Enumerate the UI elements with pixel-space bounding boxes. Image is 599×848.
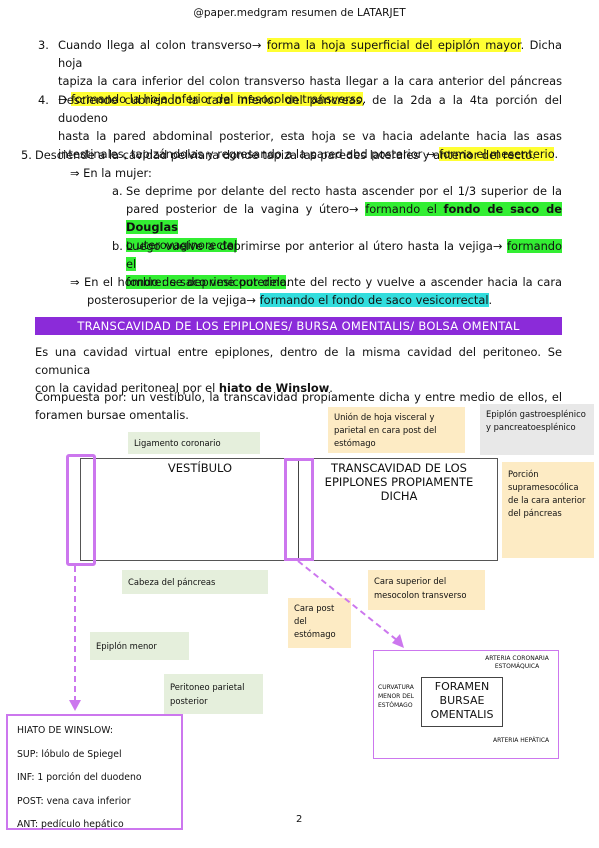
text-line: Compuesta por: un vestíbulo, la transcav…: [35, 390, 562, 404]
intro-paragraph: Es una cavidad virtual entre epiplones, …: [35, 343, 562, 397]
foramen-detail-box: [373, 650, 559, 759]
list-item-5: 5. Desciende a la cavidad pelviana donde…: [21, 146, 562, 164]
list-number: 5.: [21, 148, 32, 162]
vestibulo-label: VESTÍBULO: [167, 461, 233, 475]
list-number: 4.: [38, 93, 49, 107]
note-cara-post-estomago: Cara post del estómago: [288, 598, 351, 648]
sub-item-a: a. Se deprime por delante del recto hast…: [112, 182, 562, 254]
text-line: pared posterior de la vagina y útero→ fo…: [126, 202, 562, 234]
highlight: forma el mesenterio: [439, 147, 555, 161]
highlight: o uterovaginorectal: [126, 238, 238, 252]
text-line: → formando la hoja inferior del mesocolo…: [58, 92, 367, 106]
hiato-sup: SUP: lóbulo de Spiegel: [17, 748, 122, 760]
transcavidad-label: TRANSCAVIDAD DE LOS EPIPLONES PROPIAMENT…: [324, 461, 474, 503]
note-epiplon-menor: Epiplón menor: [90, 632, 189, 660]
hombre-item: ⇒ En el hombre: se deprime por delante d…: [70, 273, 562, 309]
highlight: formando la hoja inferior del mesocolon …: [71, 92, 363, 106]
foramen-title: FORAMEN BURSAE OMENTALIS: [421, 677, 503, 727]
list-item-3: 3. Cuando llega al colon transverso→ for…: [38, 36, 563, 108]
page-number: 2: [296, 814, 303, 825]
list-number: 3.: [38, 38, 49, 52]
text-line: Desciende a la cavidad pelviana donde ta…: [35, 148, 536, 162]
foramen-inner-line: [298, 461, 299, 558]
note-epiplon-gastroesplenico: Epiplón gastroesplénico y pancreatoesplé…: [480, 404, 594, 455]
text-line: Se deprime por delante del recto hasta a…: [126, 184, 562, 198]
note-porcion-supramesocolica: Porción supramesocólica de la cara anter…: [502, 462, 594, 558]
highlight: formando el fondo de saco vesicorrectal: [259, 293, 489, 307]
composition-paragraph: Compuesta por: un vestíbulo, la transcav…: [35, 388, 562, 424]
text-line: intestinales, tapizándolas y regresando …: [58, 147, 559, 161]
note-cabeza-pancreas: Cabeza del páncreas: [122, 570, 268, 594]
text-line: posterosuperior de la vejiga→ formando e…: [87, 293, 493, 307]
list-letter: b.: [112, 239, 123, 253]
text-line: ⇒ En el hombre: se deprime por delante d…: [70, 275, 562, 289]
text-line: con la cavidad peritoneal por el hiato d…: [35, 381, 333, 395]
label-arteria-coronaria: ARTERIA CORONARIA ESTOMÁQUICA: [485, 655, 549, 670]
note-ligamento-coronario: Ligamento coronario: [128, 432, 260, 454]
note-peritoneo-parietal: Peritoneo parietal posterior: [164, 674, 263, 714]
text-line: hasta la pared abdominal posterior, esta…: [58, 129, 562, 143]
text-line: fondo de saco vesicouterino.: [126, 275, 290, 289]
sub-item-b: b. Luego vuelve a deprimirse por anterio…: [112, 237, 562, 291]
foramen-arrow-line: [297, 560, 399, 642]
list-item-4: 4. Desciende cubriendo la cara inferior …: [38, 91, 562, 163]
text-line: o uterovaginorectal.: [126, 238, 241, 252]
foramen-arrow-head: [392, 634, 404, 648]
text-line: foramen bursae omentalis.: [35, 408, 189, 422]
text-line: Desciende cubriendo la cara inferior del…: [58, 93, 562, 125]
text-line: Cuando llega al colon transverso→ forma …: [58, 38, 563, 70]
hiato-winslow-box: [6, 714, 183, 830]
note-cara-superior-mesocolon: Cara superior del mesocolon transverso: [368, 570, 485, 610]
winslow-arrow-head: [69, 700, 81, 711]
page-header: @paper.medgram resumen de LATARJET: [193, 7, 406, 19]
hiato-list: HIATO DE WINSLOW: SUP: lóbulo de Spiegel…: [17, 719, 142, 837]
text-line: Es una cavidad virtual entre epiplones, …: [35, 345, 562, 377]
section-banner: TRANSCAVIDAD DE LOS EPIPLONES/ BURSA OME…: [35, 317, 562, 335]
foramen-marker: [284, 458, 314, 561]
hiato-title: HIATO DE WINSLOW:: [17, 725, 114, 736]
note-union-hojas: Unión de hoja visceral y parietal en car…: [328, 407, 465, 453]
hiato-inf: INF: 1 porción del duodeno: [17, 772, 142, 783]
text-line: tapiza la cara inferior del colon transv…: [58, 74, 562, 88]
label-arteria-hepatica: ARTERIA HEPÁTICA: [493, 737, 550, 744]
hiato-post: POST: vena cava inferior: [17, 795, 131, 807]
hiato-ant: ANT: pedículo hepático: [17, 819, 124, 830]
text-line: Luego vuelve a deprimirse por anterior a…: [126, 239, 562, 271]
mujer-heading: ⇒ En la mujer:: [70, 166, 152, 180]
highlight: forma la hoja superficial del epiplón ma…: [266, 38, 521, 52]
label-curvatura-menor: CURVATURA MENOR DEL ESTÓMAGO: [378, 684, 415, 709]
vestibulo-entrance-marker: [66, 454, 96, 566]
highlight: fondo de saco vesicouterino: [126, 275, 287, 289]
list-letter: a.: [112, 184, 123, 198]
